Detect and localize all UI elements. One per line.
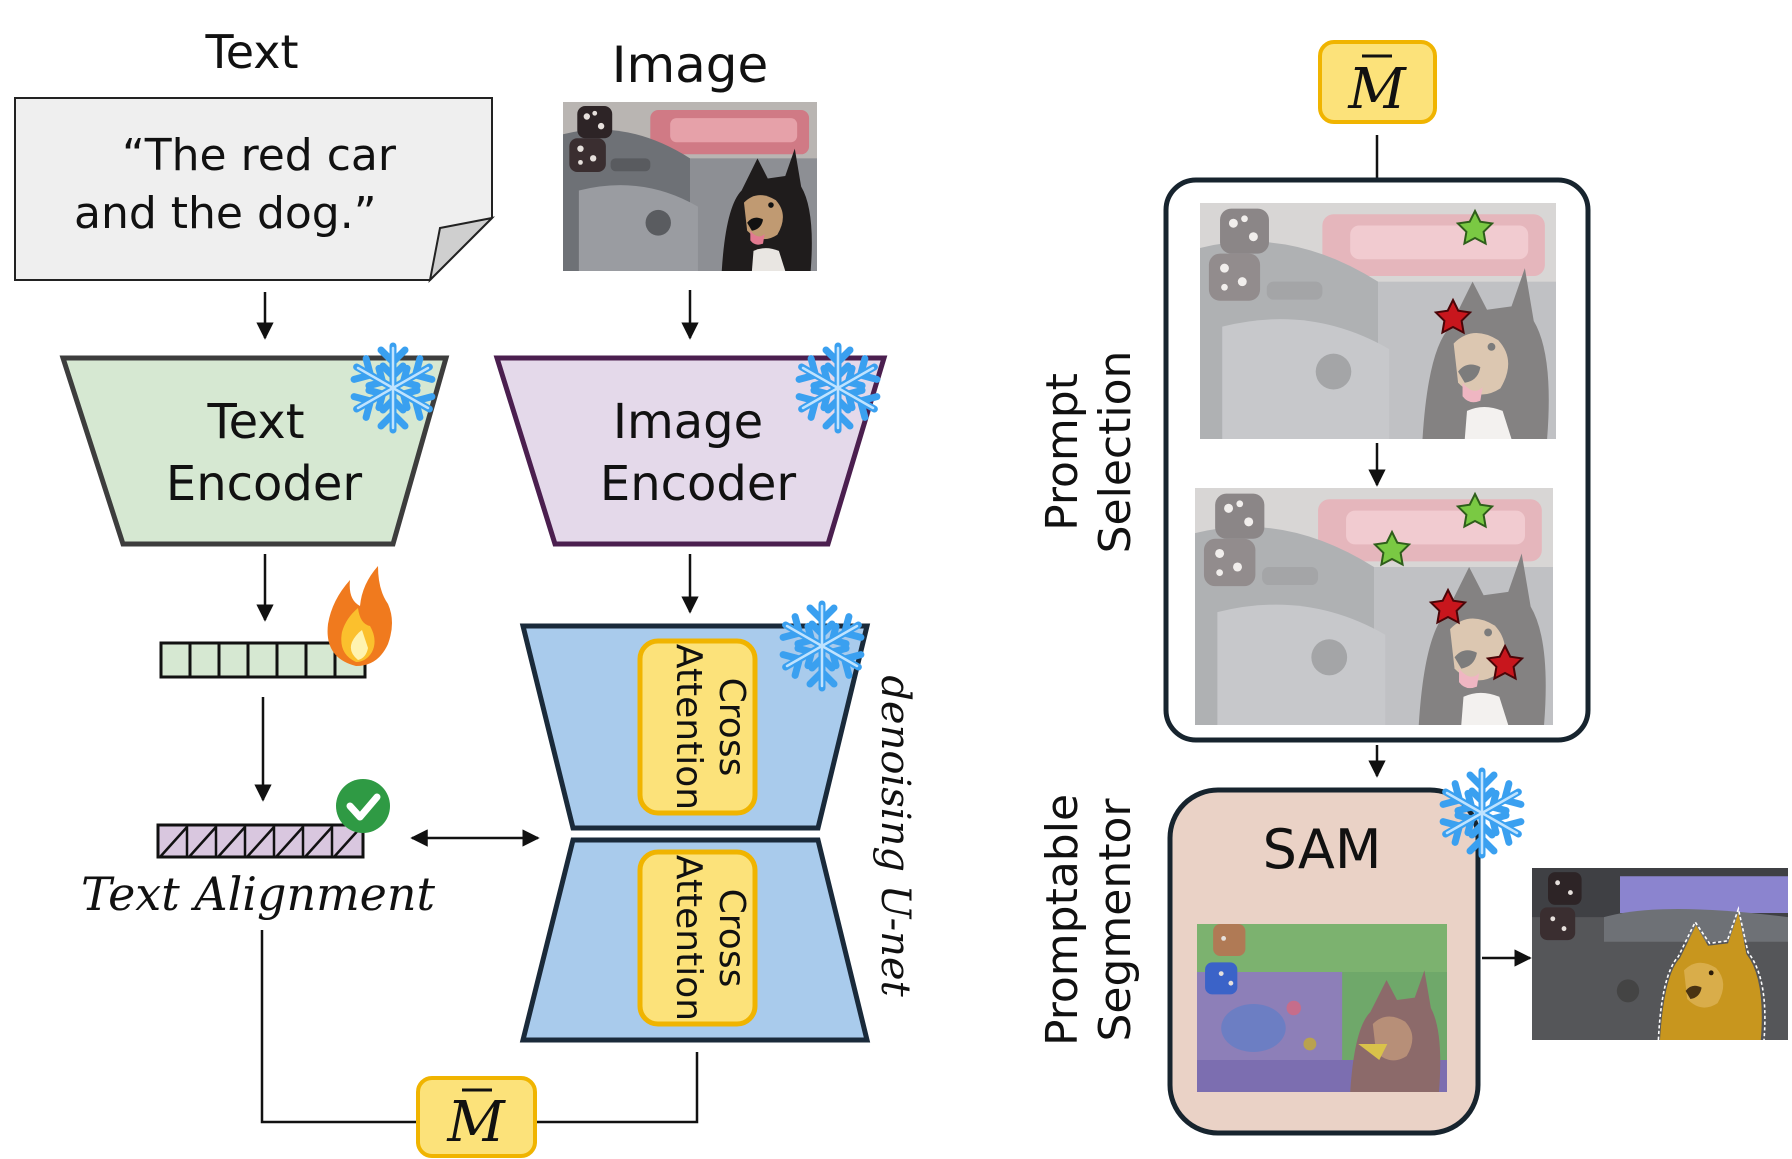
flame-icon (327, 566, 392, 666)
text-encoder-line1: Text (206, 394, 304, 450)
connector-right (535, 1052, 699, 1124)
selection-image-1 (1200, 203, 1556, 439)
image-encoder-line2: Encoder (600, 456, 797, 512)
denoising-unet: Cross Attention Cross Attention (519, 623, 871, 1043)
mask-symbol: M (446, 1090, 506, 1155)
cross-attention-block: Cross Attention (637, 638, 758, 816)
text-alignment-label: Text Alignment (81, 867, 436, 921)
connector-left (260, 930, 418, 1124)
text-embedding (159, 641, 367, 679)
text-encoder-line2: Encoder (166, 456, 363, 512)
prompt-selection-line1: Prompt (1037, 373, 1088, 531)
text-encoder: Text Encoder (59, 355, 450, 547)
prompt-line-1: “The red car (122, 130, 397, 181)
sam-block: SAM (1167, 787, 1481, 1136)
image-heading: Image (612, 36, 769, 94)
mask-badge: M (416, 1076, 537, 1158)
selection-image-2 (1195, 488, 1553, 725)
image-encoder: Image Encoder (493, 355, 888, 547)
prompt-line-2: and the dog.” (74, 188, 377, 239)
checkmark-icon (336, 779, 390, 833)
text-heading: Text (204, 25, 298, 79)
prompt-selection-panel (1163, 177, 1591, 743)
promptable-segmentor-line1: Promptable (1037, 794, 1088, 1046)
sam-segmentation-image (1197, 924, 1447, 1092)
cross-attention-block: Cross Attention (637, 849, 758, 1027)
input-image (563, 102, 817, 271)
aligned-embedding (156, 823, 365, 859)
cross-attention-line1: Cross (711, 678, 752, 777)
sam-label: SAM (1263, 818, 1382, 881)
text-prompt-note: “The red car and the dog.” (14, 97, 496, 284)
mask-badge: M (1318, 40, 1437, 124)
output-mask-image (1532, 868, 1788, 1040)
cross-attention-line2: Attention (668, 644, 709, 810)
prompt-selection-line2: Selection (1090, 351, 1141, 554)
image-encoder-line1: Image (613, 394, 763, 450)
mask-symbol: M (1347, 57, 1407, 122)
cross-attention-line2: Attention (668, 855, 709, 1021)
cross-attention-line1: Cross (711, 889, 752, 988)
denoising-unet-label: denoising U-net (872, 675, 918, 997)
promptable-segmentor-line2: Segmentor (1090, 798, 1141, 1042)
